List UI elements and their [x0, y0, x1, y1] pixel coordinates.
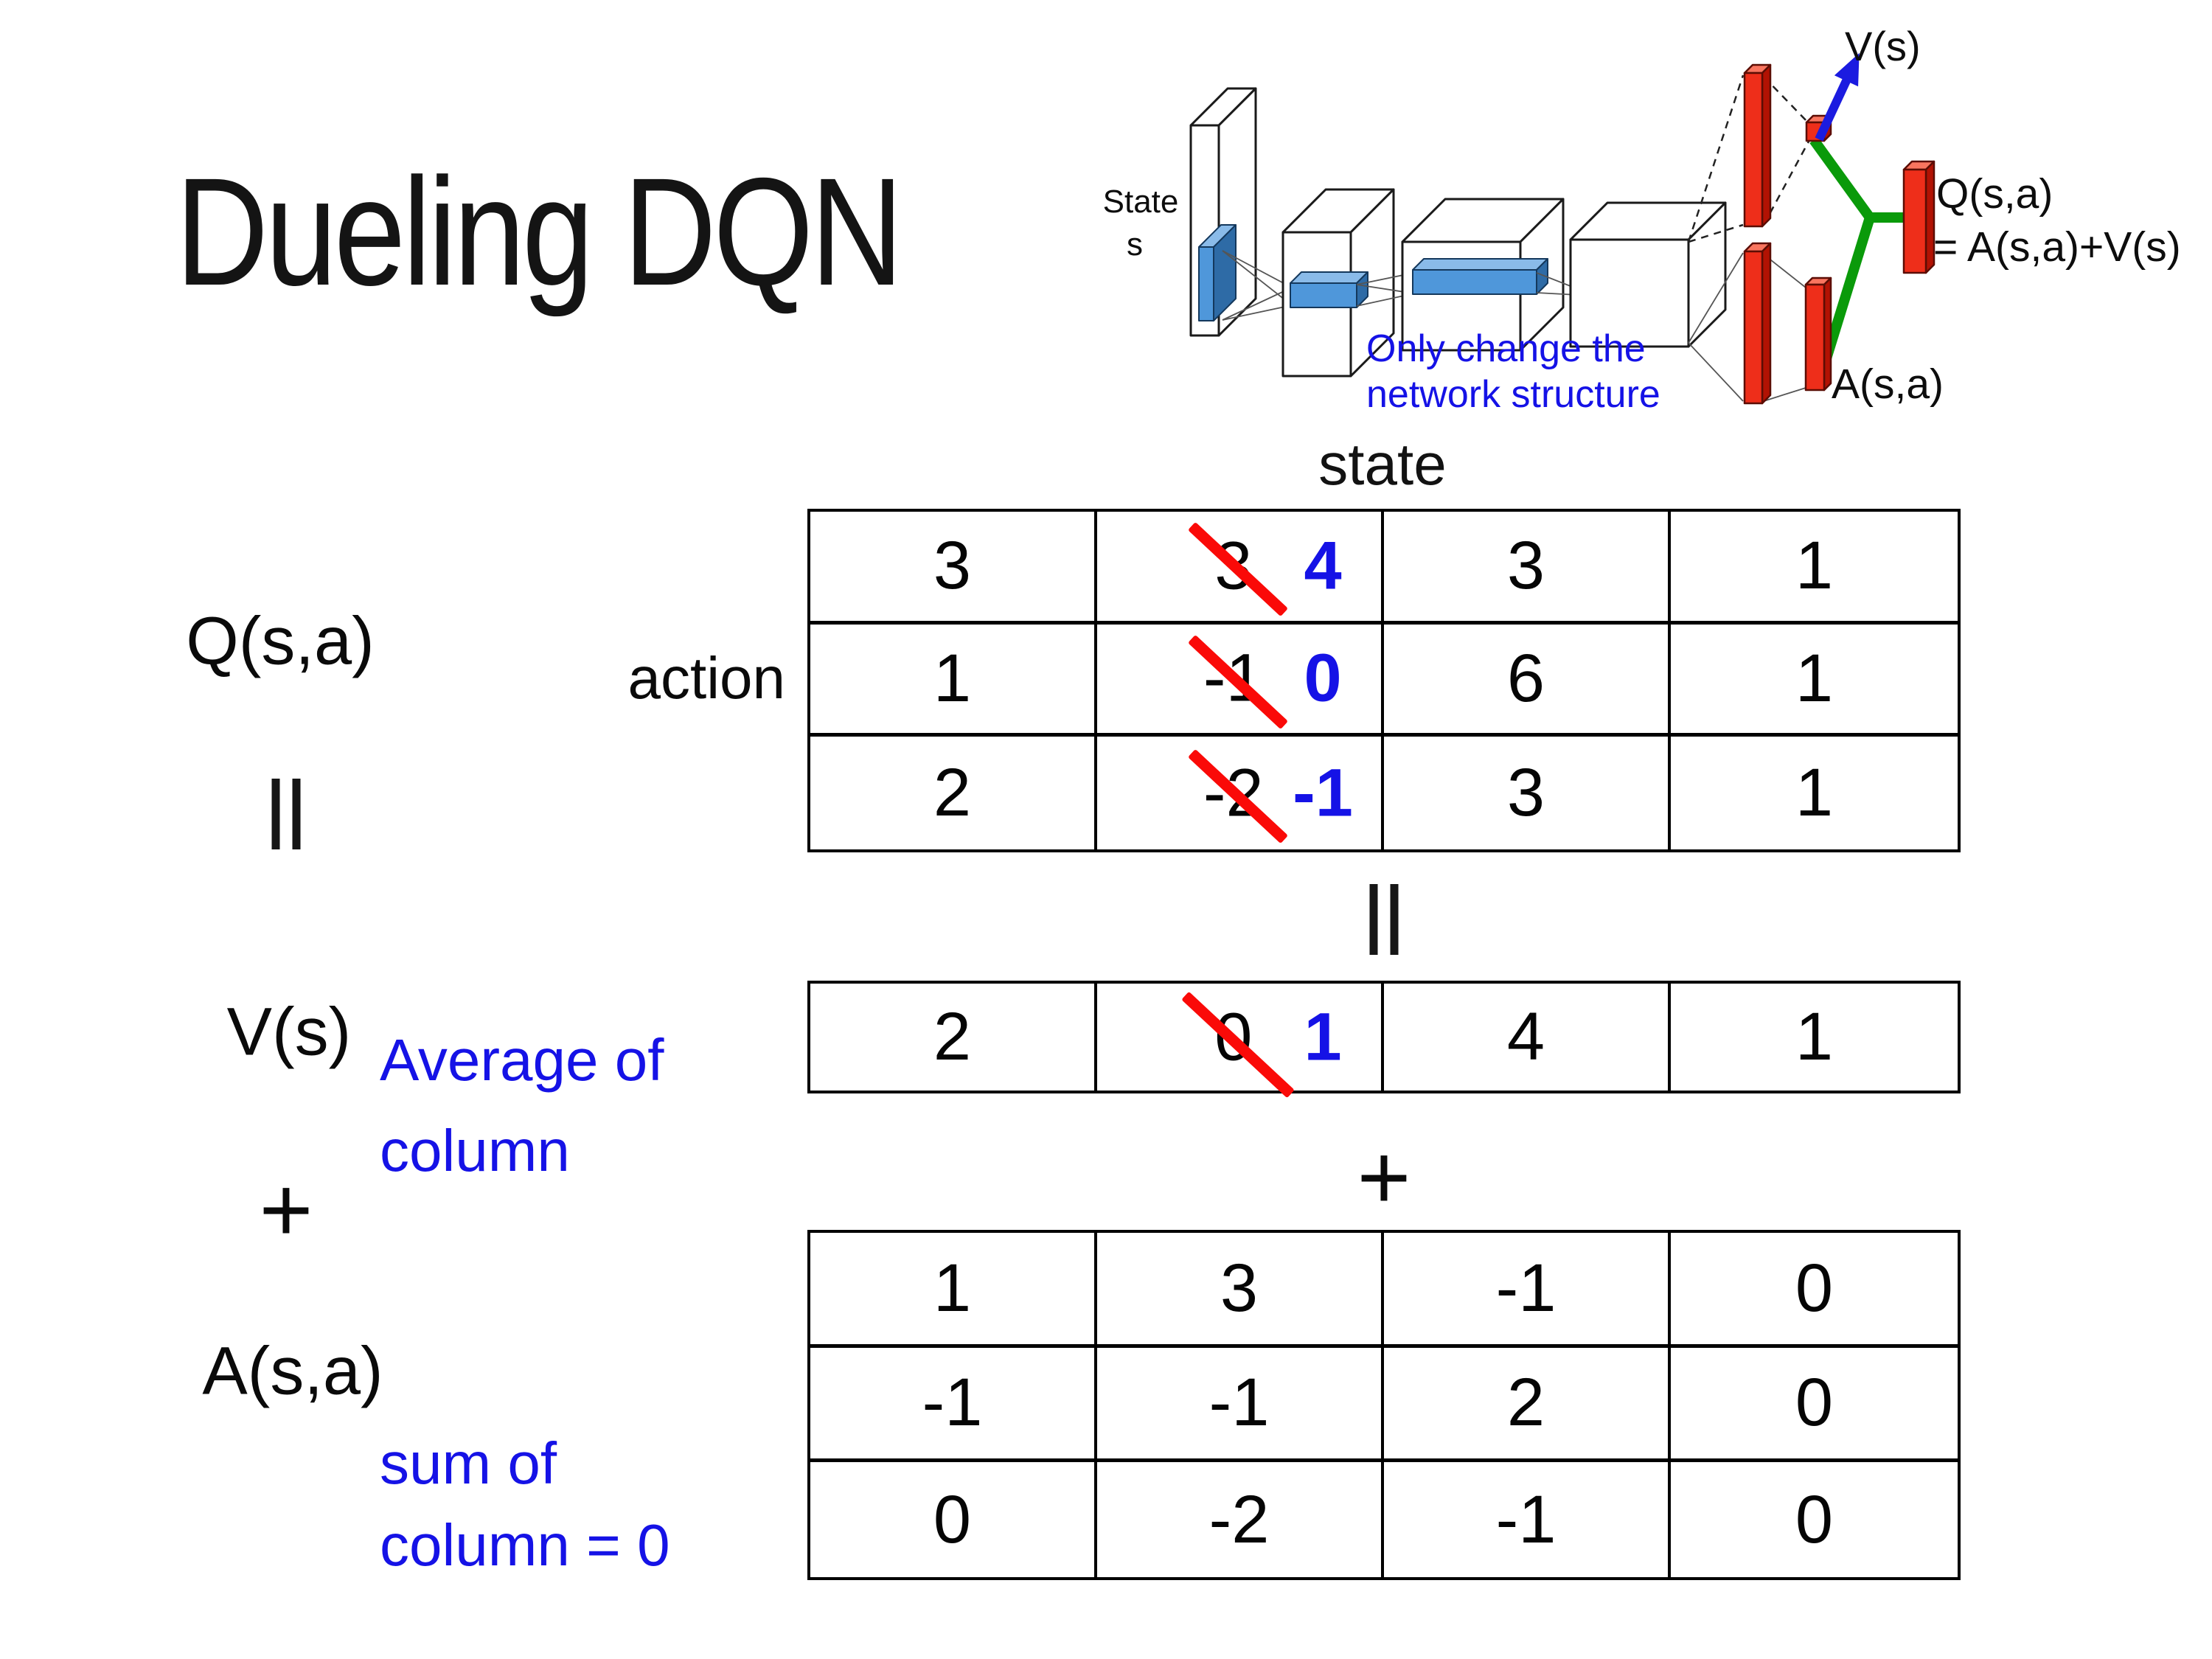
- value-arrow: [1815, 52, 1860, 142]
- v-cell-c1: 0 1: [1097, 984, 1384, 1098]
- a-cell-r0c2: -1: [1384, 1233, 1671, 1348]
- advantage-hidden-bar: [1743, 242, 1772, 405]
- q-output-bar: [1902, 160, 1935, 274]
- v-vector-label: V(s): [226, 994, 352, 1070]
- q-cell-r2c1: -2 -1: [1097, 737, 1384, 849]
- value-hidden-bar: [1743, 63, 1772, 228]
- v-new-value: 1: [1304, 999, 1342, 1074]
- action-label: action: [627, 645, 785, 711]
- q-cell-r1c0: 1: [810, 624, 1097, 737]
- equals-sign-rotated-left: [271, 779, 301, 849]
- v-note: Average of column: [380, 1015, 664, 1196]
- a-cell-r1c1: -1: [1097, 1347, 1384, 1463]
- v-note-line2: column: [380, 1118, 570, 1183]
- a-cell-r1c0: -1: [810, 1347, 1097, 1463]
- a-cell-r2c1: -2: [1097, 1462, 1384, 1577]
- a-cell-r2c0: 0: [810, 1462, 1097, 1577]
- q-cell-r1c2: 6: [1384, 624, 1671, 737]
- q-cell-r0c2: 3: [1384, 512, 1671, 625]
- diagram-state-label-line1: State: [1103, 184, 1179, 220]
- page-title: Dueling DQN: [175, 147, 903, 318]
- diagram-caption-line1: Only change the: [1366, 327, 1646, 370]
- a-cell-r0c1: 3: [1097, 1233, 1384, 1348]
- a-cell-r2c3: 0: [1795, 1481, 1834, 1557]
- v-note-line1: Average of: [380, 1027, 664, 1093]
- q-cell-r0c3: 1: [1671, 512, 1958, 625]
- a-table: 1 3 -1 0 -1 -1 2 0 0 -2 -1 0: [807, 1230, 1961, 1580]
- diagram-state-label-line2: s: [1127, 226, 1143, 262]
- a-cell-r1c3: 0: [1671, 1348, 1958, 1463]
- merge-connector: [1809, 136, 1907, 368]
- plus-sign-middle: +: [1357, 1126, 1411, 1229]
- feature-map-bar-1: [1290, 271, 1368, 308]
- v-cell-c2: 4: [1384, 984, 1671, 1091]
- v-cell-c3: 1: [1795, 999, 1834, 1074]
- advantage-output-bar: [1804, 276, 1832, 392]
- advantage-stream-links: [1688, 252, 1806, 402]
- equals-sign-rotated-middle: [1369, 884, 1399, 955]
- feature-map-bar-2: [1412, 258, 1548, 295]
- a-note-line1: sum of: [380, 1430, 557, 1496]
- diagram-advantage-label: A(s,a): [1832, 361, 1944, 408]
- q-cell-r1c3: 1: [1671, 625, 1958, 737]
- q-new-value-r2: -1: [1293, 755, 1353, 831]
- v-table: 2 0 1 4 1: [807, 981, 1961, 1098]
- q-new-value-r0: 4: [1304, 528, 1342, 604]
- input-feature-patch: [1198, 224, 1237, 321]
- diagram-value-label: V(s): [1845, 23, 1921, 69]
- q-matrix-label: Q(s,a): [186, 603, 375, 679]
- q-cell-r2c3: 1: [1795, 755, 1834, 831]
- a-cell-r2c2: -1: [1384, 1462, 1671, 1577]
- q-cell-r0c1: 3 4: [1097, 512, 1384, 625]
- diagram-caption-line2: network structure: [1366, 373, 1660, 416]
- a-cell-r1c2: 2: [1384, 1347, 1671, 1463]
- plus-sign-left: +: [259, 1158, 313, 1262]
- conv-box-3: [1569, 201, 1727, 348]
- q-new-value-r1: 0: [1304, 640, 1342, 716]
- dueling-network-diagram: State s V(s) Q(s,a) = A(s,a)+V(s) A(s,a)…: [1103, 23, 2181, 416]
- conv-connector-lines-1: [1222, 250, 1293, 321]
- state-header: state: [1318, 431, 1447, 497]
- q-cell-r0c0: 3: [810, 512, 1097, 625]
- a-cell-r0c0: 1: [810, 1233, 1097, 1348]
- a-cell-r0c3: 0: [1671, 1233, 1958, 1348]
- q-cell-r1c1: -1 0: [1097, 624, 1384, 737]
- a-note: sum of column = 0: [380, 1422, 670, 1586]
- q-cell-r2c2: 3: [1384, 737, 1671, 849]
- a-matrix-label: A(s,a): [202, 1333, 383, 1409]
- diagram-q-label: Q(s,a): [1936, 170, 2053, 218]
- diagram-q-formula: = A(s,a)+V(s): [1933, 223, 2181, 271]
- q-table: 3 3 4 3 1 1 -1 0 6 1 2 -2 -1 3 1: [807, 509, 1961, 852]
- a-note-line2: column = 0: [380, 1512, 670, 1578]
- value-stream-dashed-links: [1687, 74, 1811, 243]
- v-cell-c0: 2: [810, 984, 1097, 1091]
- q-cell-r2c0: 2: [810, 737, 1097, 849]
